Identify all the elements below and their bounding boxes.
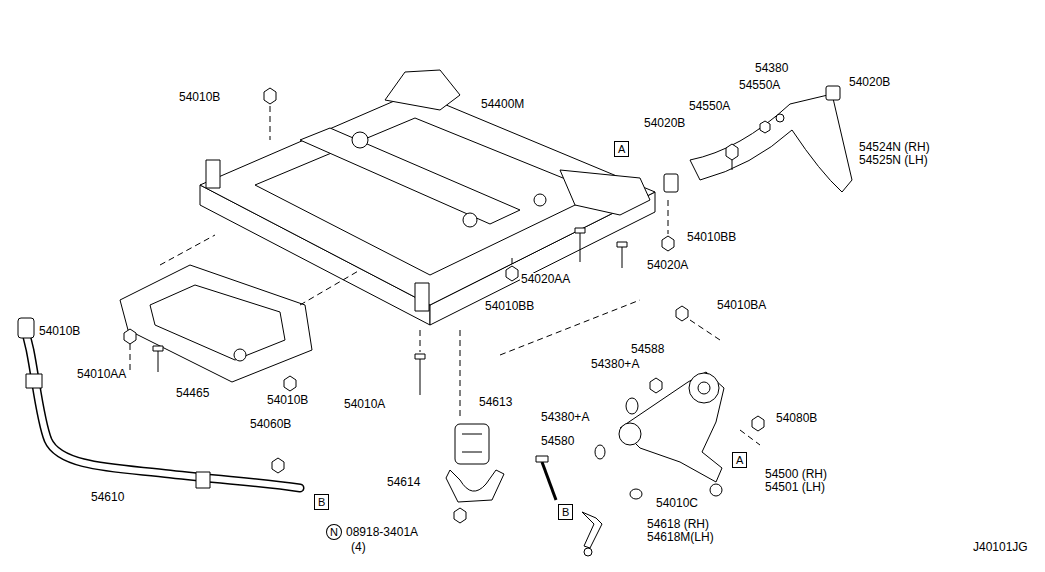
callout-number: 54550A: [688, 100, 731, 113]
callout-number: 54380: [754, 62, 789, 75]
callout-number: 54080B: [775, 412, 818, 425]
callout-number: 54550A: [738, 79, 781, 92]
reference-letter: B: [562, 506, 569, 518]
callout-number: 54020A: [646, 259, 689, 272]
callout-number: 08918-3401A: [345, 526, 419, 539]
reference-box: B: [558, 504, 573, 520]
callout-number: 54380+A: [590, 358, 640, 371]
callout-number: 54010BB: [484, 300, 535, 313]
callout-number: 54524N (RH): [858, 141, 931, 154]
callout-number: 54060B: [249, 418, 292, 431]
callout-number: 54618 (RH): [646, 518, 710, 531]
reference-letter: N: [330, 526, 338, 538]
callout-number: 54580: [540, 435, 575, 448]
callout-number: 54588: [630, 343, 665, 356]
callout-number: 54500 (RH): [764, 468, 828, 481]
callout-number: 54614: [386, 476, 421, 489]
reference-box: B: [314, 494, 329, 510]
callout-number: 54010BB: [686, 231, 737, 244]
callout-number: 54020B: [848, 76, 891, 89]
reference-letter: B: [318, 496, 325, 508]
callout-number: 54010AA: [76, 368, 127, 381]
reference-letter: A: [618, 143, 625, 155]
reference-letter: A: [736, 454, 743, 466]
callout-number: 54465: [175, 387, 210, 400]
callout-number: 54010A: [343, 398, 386, 411]
callout-number: 54010BA: [716, 299, 767, 312]
callout-number: 54010C: [655, 497, 699, 510]
callout-number: 54618M(LH): [646, 531, 715, 544]
callout-number: 54380+A: [540, 411, 590, 424]
callout-number: 54010B: [266, 394, 309, 407]
callout-number: 54020AA: [520, 273, 571, 286]
reference-box: A: [732, 452, 747, 468]
callout-number: 54501 (LH): [764, 481, 826, 494]
callout-number: 54010B: [38, 325, 81, 338]
callout-number: 54613: [478, 396, 513, 409]
callout-number: (4): [350, 541, 367, 554]
diagram-code: J40101JG: [972, 541, 1029, 554]
callout-number: 54525N (LH): [858, 154, 929, 167]
callout-number: 54020B: [643, 117, 686, 130]
note-circle: N: [326, 524, 342, 540]
callout-number: 54610: [90, 491, 125, 504]
callout-number: 54400M: [480, 98, 525, 111]
reference-box: A: [614, 141, 629, 157]
callout-number: 54010B: [178, 91, 221, 104]
